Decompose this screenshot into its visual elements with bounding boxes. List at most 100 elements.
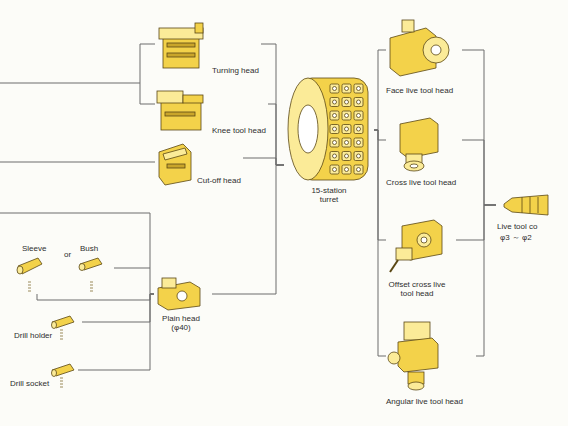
shape <box>18 258 42 274</box>
connector-line <box>456 205 496 240</box>
shape <box>357 114 361 118</box>
connector-line <box>78 294 154 370</box>
part-label: Bush <box>80 244 98 253</box>
connector-line <box>261 44 284 165</box>
tool-part: Drill holder <box>12 314 82 344</box>
part-illustration <box>386 218 446 276</box>
feed-line <box>0 44 155 104</box>
size-mark <box>60 381 63 382</box>
size-mark <box>90 291 93 292</box>
part-label: Cross live tool head <box>386 178 456 187</box>
part-illustration <box>496 192 552 220</box>
part-label: 15-station turret <box>304 186 354 204</box>
shape <box>357 168 361 172</box>
connector-line <box>37 294 154 300</box>
shape <box>421 237 427 243</box>
shape <box>195 23 203 33</box>
shape <box>333 141 337 145</box>
shape <box>354 138 363 147</box>
shape <box>354 125 363 134</box>
shape <box>330 111 339 120</box>
tool-part: Plain head (φ40) <box>154 276 212 342</box>
tool-part: Face live tool head <box>386 18 462 98</box>
shape <box>157 91 183 103</box>
shape <box>357 141 361 145</box>
shape <box>538 197 539 213</box>
size-mark <box>90 282 93 283</box>
shape <box>330 165 339 174</box>
shape <box>410 164 418 168</box>
part-label: Drill socket <box>10 379 49 388</box>
shape <box>345 154 349 158</box>
tool-part: Drill socket <box>8 362 78 392</box>
shape <box>333 127 337 131</box>
shape <box>167 164 185 168</box>
shape <box>354 84 363 93</box>
part-illustration <box>386 116 446 174</box>
connector-line <box>374 50 386 130</box>
part-illustration <box>155 22 207 74</box>
shape <box>342 138 351 147</box>
part-illustration <box>155 84 207 134</box>
size-mark <box>60 339 63 340</box>
shape <box>342 84 351 93</box>
connector-line <box>476 205 496 356</box>
shape <box>390 260 398 272</box>
shape <box>345 127 349 131</box>
shape <box>404 161 424 171</box>
shape <box>345 168 349 172</box>
tool-part: Offset cross live tool head <box>386 218 456 306</box>
part-illustration <box>154 276 204 312</box>
part-illustration <box>8 362 78 378</box>
shape <box>79 264 85 271</box>
shape <box>165 112 195 116</box>
shape <box>354 152 363 161</box>
size-mark <box>60 384 63 385</box>
size-mark <box>28 291 31 292</box>
part-illustration <box>284 74 372 184</box>
part-illustration <box>386 320 448 394</box>
connector-line <box>374 130 386 356</box>
shape <box>342 125 351 134</box>
shape <box>330 125 339 134</box>
connector-line <box>268 104 284 165</box>
shape <box>522 197 523 213</box>
tool-part: Bush <box>74 244 114 290</box>
shape <box>330 98 339 107</box>
shape <box>357 127 361 131</box>
shape <box>342 152 351 161</box>
feed-line <box>0 162 155 163</box>
shape <box>357 154 361 158</box>
connector-line <box>82 294 154 322</box>
part-illustration <box>12 314 82 330</box>
shape <box>80 258 102 270</box>
shape <box>345 114 349 118</box>
shape <box>357 87 361 91</box>
shape <box>161 102 201 130</box>
shape <box>345 141 349 145</box>
shape <box>342 111 351 120</box>
shape <box>288 78 328 180</box>
shape <box>17 266 23 274</box>
shape <box>52 370 57 377</box>
part-label: Plain head (φ40) <box>156 314 206 332</box>
shape <box>400 118 438 158</box>
shape <box>396 248 412 260</box>
shape <box>402 20 414 32</box>
shape <box>52 322 57 329</box>
shape <box>162 278 176 288</box>
shape <box>330 138 339 147</box>
size-mark <box>60 387 63 388</box>
connector-line <box>114 268 154 294</box>
tool-part: Live tool coφ3 ～ φ2 <box>496 192 556 246</box>
shape <box>417 233 431 247</box>
shape <box>333 114 337 118</box>
connector-line <box>243 158 284 165</box>
shape <box>354 98 363 107</box>
input-lines <box>0 44 155 268</box>
shape <box>398 338 438 372</box>
part-label: Face live tool head <box>386 86 453 95</box>
size-mark <box>28 288 31 289</box>
part-illustration <box>155 140 195 186</box>
